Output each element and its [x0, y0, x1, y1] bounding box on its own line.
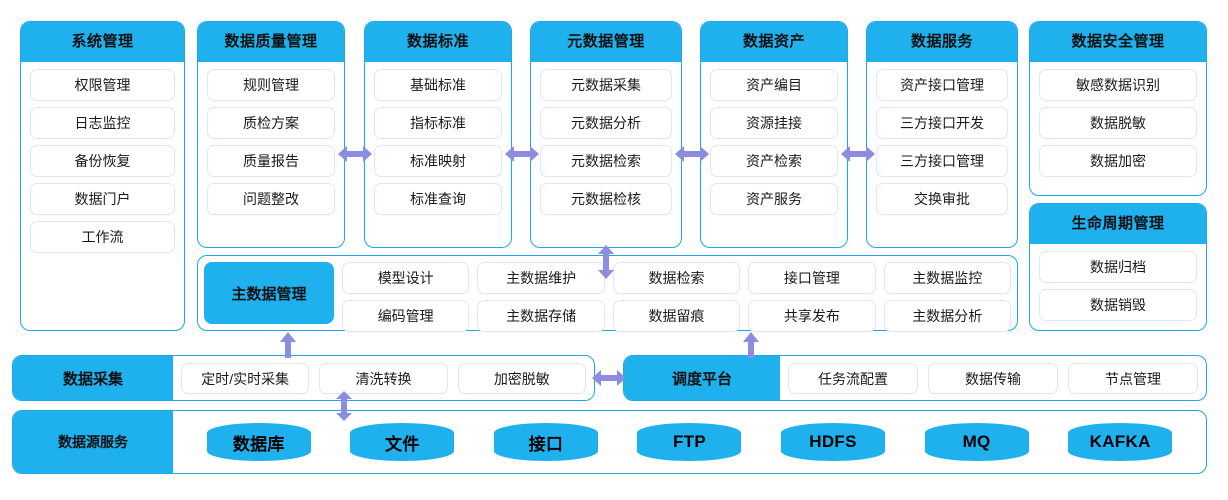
list-item[interactable]: 资产服务 — [710, 183, 838, 215]
list-item[interactable]: 指标标准 — [374, 107, 502, 139]
list-item[interactable]: 数据归档 — [1039, 251, 1197, 283]
panel-title: 系统管理 — [21, 22, 184, 62]
list-item[interactable]: 数据门户 — [30, 183, 175, 215]
list-item[interactable]: 日志监控 — [30, 107, 175, 139]
master-data-grid: 模型设计 主数据维护 数据检索 接口管理 主数据监控 编码管理 主数据存储 数据… — [342, 262, 1011, 332]
panel-body: 资产编目 资源挂接 资产检索 资产服务 — [701, 62, 847, 223]
list-item[interactable]: 数据传输 — [928, 362, 1058, 394]
panel-data-security-management[interactable]: 数据安全管理 敏感数据识别 数据脱敏 数据加密 — [1029, 21, 1207, 196]
list-item[interactable]: 主数据存储 — [477, 300, 605, 332]
panel-body: 数据归档 数据销毁 — [1030, 244, 1206, 329]
list-item[interactable]: 元数据检索 — [540, 145, 672, 177]
list-item[interactable]: 数据脱敏 — [1039, 107, 1197, 139]
list-item[interactable]: 质检方案 — [207, 107, 335, 139]
panel-data-source-service[interactable]: 数据源服务 数据库 文件 接口 FTP HDFS MQ KAFKA — [12, 410, 1207, 474]
list-item[interactable]: 资产接口管理 — [876, 69, 1008, 101]
list-item[interactable]: 标准查询 — [374, 183, 502, 215]
data-source-item[interactable]: 接口 — [493, 423, 598, 461]
panel-title: 数据资产 — [701, 22, 847, 62]
panel-body: 权限管理 日志监控 备份恢复 数据门户 工作流 — [21, 62, 184, 261]
list-item[interactable]: 任务流配置 — [788, 362, 918, 394]
panel-title: 数据标准 — [365, 22, 511, 62]
master-data-title: 主数据管理 — [204, 262, 334, 324]
list-item[interactable]: 权限管理 — [30, 69, 175, 101]
panel-title: 元数据管理 — [531, 22, 681, 62]
list-item[interactable]: 工作流 — [30, 221, 175, 253]
arrow-collection-to-schedule — [592, 367, 626, 389]
panel-data-quality-management[interactable]: 数据质量管理 规则管理 质检方案 质量报告 问题整改 — [197, 21, 345, 248]
list-item[interactable]: 元数据分析 — [540, 107, 672, 139]
panel-system-management[interactable]: 系统管理 权限管理 日志监控 备份恢复 数据门户 工作流 — [20, 21, 185, 331]
panel-body: 规则管理 质检方案 质量报告 问题整改 — [198, 62, 344, 223]
list-item[interactable]: 节点管理 — [1068, 362, 1198, 394]
list-item[interactable]: 资源挂接 — [710, 107, 838, 139]
arrow-masterdata-to-collection — [277, 332, 299, 358]
list-item[interactable]: 接口管理 — [748, 262, 876, 294]
list-item[interactable]: 主数据监控 — [883, 262, 1011, 294]
schedule-platform-title: 调度平台 — [624, 356, 780, 400]
panel-body: 资产接口管理 三方接口开发 三方接口管理 交换审批 — [867, 62, 1017, 223]
list-item[interactable]: 主数据维护 — [477, 262, 605, 294]
panel-title: 数据安全管理 — [1030, 22, 1206, 62]
list-item[interactable]: 元数据采集 — [540, 69, 672, 101]
data-source-cylinders: 数据库 文件 接口 FTP HDFS MQ KAFKA — [173, 411, 1206, 473]
arrow-metadata-to-asset — [675, 143, 709, 165]
data-source-item[interactable]: MQ — [924, 423, 1029, 461]
data-source-item[interactable]: 文件 — [350, 423, 455, 461]
list-item[interactable]: 标准映射 — [374, 145, 502, 177]
list-item[interactable]: 资产检索 — [710, 145, 838, 177]
data-source-item[interactable]: HDFS — [781, 423, 886, 461]
list-item[interactable]: 问题整改 — [207, 183, 335, 215]
panel-body: 元数据采集 元数据分析 元数据检索 元数据检核 — [531, 62, 681, 223]
list-item[interactable]: 元数据检核 — [540, 183, 672, 215]
data-source-item[interactable]: KAFKA — [1068, 423, 1173, 461]
list-item[interactable]: 质量报告 — [207, 145, 335, 177]
list-item[interactable]: 清洗转换 — [319, 362, 448, 394]
arrow-standard-to-metadata — [505, 143, 539, 165]
arrow-metadata-to-masterdata — [595, 245, 617, 279]
list-item[interactable]: 编码管理 — [342, 300, 470, 332]
list-item[interactable]: 加密脱敏 — [457, 362, 586, 394]
list-item[interactable]: 主数据分析 — [883, 300, 1011, 332]
panel-data-standard[interactable]: 数据标准 基础标准 指标标准 标准映射 标准查询 — [364, 21, 512, 248]
list-item[interactable]: 三方接口管理 — [876, 145, 1008, 177]
panel-data-asset[interactable]: 数据资产 资产编目 资源挂接 资产检索 资产服务 — [700, 21, 848, 248]
list-item[interactable]: 定时/实时采集 — [181, 362, 310, 394]
panel-lifecycle-management[interactable]: 生命周期管理 数据归档 数据销毁 — [1029, 203, 1207, 331]
list-item[interactable]: 三方接口开发 — [876, 107, 1008, 139]
arrow-collection-to-source — [333, 391, 355, 421]
panel-title: 数据服务 — [867, 22, 1017, 62]
list-item[interactable]: 备份恢复 — [30, 145, 175, 177]
panel-metadata-management[interactable]: 元数据管理 元数据采集 元数据分析 元数据检索 元数据检核 — [530, 21, 682, 248]
data-source-item[interactable]: FTP — [637, 423, 742, 461]
list-item[interactable]: 基础标准 — [374, 69, 502, 101]
panel-title: 生命周期管理 — [1030, 204, 1206, 244]
panel-schedule-platform[interactable]: 调度平台 任务流配置 数据传输 节点管理 — [623, 355, 1207, 401]
arrow-masterdata-to-schedule — [740, 332, 762, 358]
panel-data-collection[interactable]: 数据采集 定时/实时采集 清洗转换 加密脱敏 — [12, 355, 595, 401]
schedule-platform-items: 任务流配置 数据传输 节点管理 — [780, 356, 1206, 400]
list-item[interactable]: 数据检索 — [612, 262, 741, 294]
data-source-service-title: 数据源服务 — [13, 411, 173, 473]
list-item[interactable]: 规则管理 — [207, 69, 335, 101]
list-item[interactable]: 共享发布 — [748, 300, 876, 332]
panel-body: 基础标准 指标标准 标准映射 标准查询 — [365, 62, 511, 223]
list-item[interactable]: 敏感数据识别 — [1039, 69, 1197, 101]
data-collection-items: 定时/实时采集 清洗转换 加密脱敏 — [173, 356, 594, 400]
list-item[interactable]: 模型设计 — [342, 262, 470, 294]
list-item[interactable]: 交换审批 — [876, 183, 1008, 215]
list-item[interactable]: 数据加密 — [1039, 145, 1197, 177]
panel-data-service[interactable]: 数据服务 资产接口管理 三方接口开发 三方接口管理 交换审批 — [866, 21, 1018, 248]
arrow-quality-to-standard — [338, 143, 372, 165]
list-item[interactable]: 数据销毁 — [1039, 289, 1197, 321]
list-item[interactable]: 数据留痕 — [612, 300, 741, 332]
panel-title: 数据质量管理 — [198, 22, 344, 62]
panel-body: 敏感数据识别 数据脱敏 数据加密 — [1030, 62, 1206, 185]
arrow-asset-to-service — [841, 143, 875, 165]
list-item[interactable]: 资产编目 — [710, 69, 838, 101]
data-source-item[interactable]: 数据库 — [206, 423, 311, 461]
data-collection-title: 数据采集 — [13, 356, 173, 400]
